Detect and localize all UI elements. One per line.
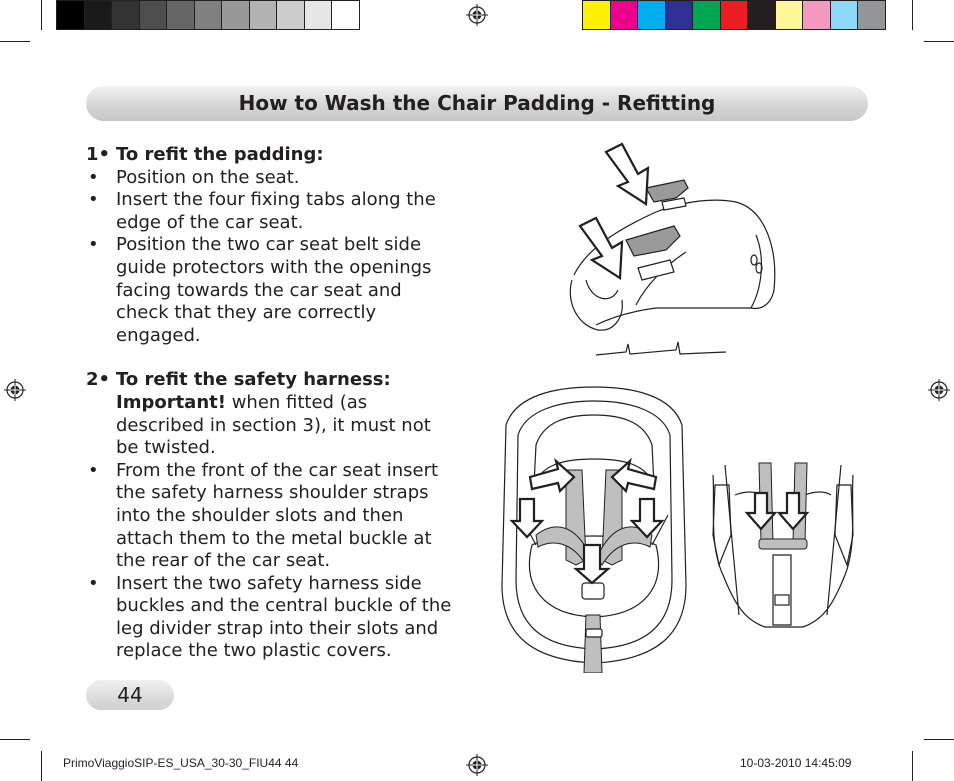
list-item-text: Insert the four fixing tabs along the ed… — [116, 189, 436, 233]
color-swatch — [221, 0, 250, 30]
arrow-icon — [528, 457, 576, 494]
page-number-badge — [86, 680, 174, 710]
color-swatch — [582, 0, 611, 30]
important-note: Important! when fitted (as described in … — [86, 392, 456, 460]
registration-mark-icon — [466, 754, 488, 776]
section-number: 2• — [86, 369, 111, 391]
crop-mark-top-right-h — [924, 41, 954, 42]
arrow-icon — [610, 457, 658, 494]
process-color-bar — [582, 0, 886, 30]
color-swatch — [829, 0, 858, 30]
footer-slug-left: PrimoViaggioSIP-ES_USA_30-30_FIU44 44 — [63, 756, 299, 770]
color-swatch — [83, 0, 112, 30]
registration-mark-icon — [4, 379, 26, 401]
crop-mark-top-left-h — [0, 41, 30, 42]
important-label: Important! — [116, 391, 226, 413]
color-swatch — [248, 0, 277, 30]
arrow-icon — [573, 543, 611, 585]
color-swatch — [56, 0, 85, 30]
crop-mark-bottom-left-h — [0, 739, 30, 740]
list-item: • Position on the seat. — [86, 167, 456, 190]
list-item-text: Position the two car seat belt side guid… — [116, 234, 432, 346]
bullet-icon: • — [88, 459, 99, 481]
bullet-icon: • — [88, 166, 99, 188]
registration-mark-icon — [928, 379, 950, 401]
bullet-icon: • — [88, 234, 99, 256]
bullet-icon: • — [88, 189, 99, 211]
list-item-text: Position on the seat. — [116, 166, 300, 188]
color-swatch — [692, 0, 721, 30]
section-heading-text: To refit the padding: — [116, 144, 324, 165]
padding-tabs-illustration — [569, 142, 776, 356]
arrow-icon — [578, 216, 624, 280]
section-2-heading: 2• To refit the safety harness: — [86, 369, 456, 392]
color-swatch — [802, 0, 831, 30]
registration-mark-icon — [466, 4, 488, 26]
page-number: 44 — [117, 683, 143, 707]
color-swatch — [609, 0, 638, 30]
list-item: • Position the two car seat belt side gu… — [86, 234, 456, 347]
crop-mark-bottom-left-v — [41, 751, 42, 781]
color-swatch — [193, 0, 222, 30]
crop-mark-top-right-v — [912, 0, 913, 30]
important-text: when fitted (as described in section 3),… — [116, 391, 431, 459]
car-seat-front-illustration — [501, 386, 687, 673]
grayscale-color-bar — [56, 0, 360, 30]
color-swatch — [637, 0, 666, 30]
color-swatch — [276, 0, 305, 30]
bullet-icon: • — [88, 572, 99, 594]
section-1-heading: 1• To refit the padding: — [86, 144, 456, 167]
color-swatch — [857, 0, 886, 30]
car-seat-back-illustration — [712, 462, 854, 628]
list-item: • Insert the two safety harness side buc… — [86, 573, 456, 663]
color-swatch — [138, 0, 167, 30]
arrow-icon — [629, 497, 665, 539]
color-swatch — [166, 0, 195, 30]
arrow-icon — [744, 491, 778, 531]
list-item: • Insert the four fixing tabs along the … — [86, 189, 456, 234]
footer-slug-right: 10-03-2010 14:45:09 — [740, 756, 852, 770]
arrow-icon — [604, 142, 650, 206]
instructions-column: 1• To refit the padding: • Position on t… — [86, 144, 456, 663]
crop-mark-top-left-v — [41, 0, 42, 30]
crop-mark-bottom-right-v — [912, 751, 913, 781]
arrow-icon — [776, 491, 810, 531]
color-swatch — [111, 0, 140, 30]
arrow-icon — [509, 497, 545, 539]
color-swatch — [664, 0, 693, 30]
color-swatch — [303, 0, 332, 30]
page-title: How to Wash the Chair Padding - Refittin… — [238, 91, 716, 115]
color-swatch — [747, 0, 776, 30]
title-banner — [86, 86, 868, 121]
color-swatch — [331, 0, 360, 30]
color-swatch — [774, 0, 803, 30]
list-item-text: From the front of the car seat insert th… — [116, 459, 439, 572]
list-item-text: Insert the two safety harness side buckl… — [116, 572, 452, 662]
list-item: • From the front of the car seat insert … — [86, 460, 456, 573]
section-heading-text: To refit the safety harness: — [116, 369, 391, 391]
crop-mark-bottom-right-h — [924, 739, 954, 740]
section-number: 1• — [86, 144, 111, 165]
color-swatch — [719, 0, 748, 30]
